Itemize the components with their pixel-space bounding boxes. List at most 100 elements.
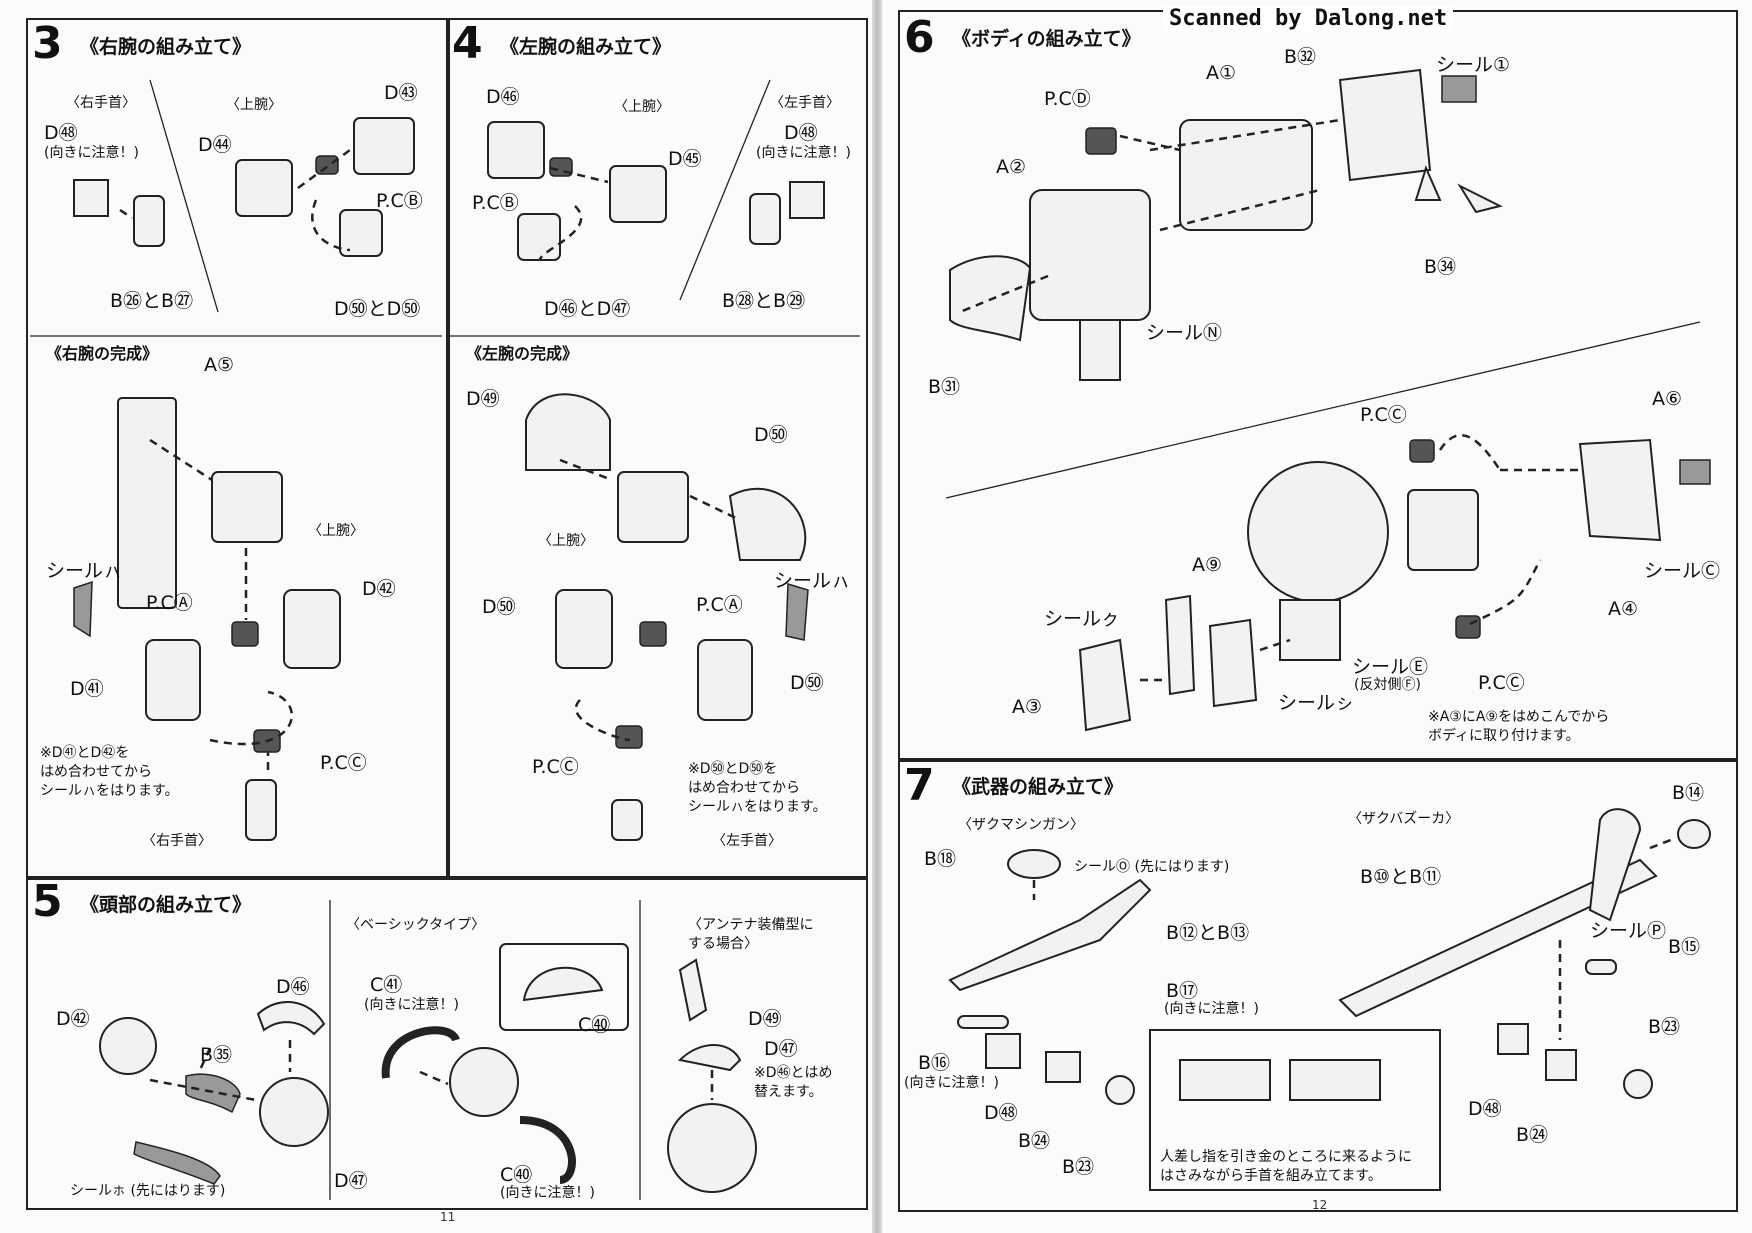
label: P.CⒷ xyxy=(376,190,423,212)
bazooka-title: 〈ザクバズーカ〉 xyxy=(1348,811,1460,827)
label: (向きに注意！) xyxy=(904,1075,999,1091)
label: D㊿とD㊿ xyxy=(334,298,421,320)
antenna-type-title: 〈アンテナ装備型に する場合〉 xyxy=(688,917,814,952)
label: (向きに注意！) xyxy=(364,997,459,1013)
step3-complete-title: 《右腕の完成》 xyxy=(46,344,159,363)
label: D㊶ xyxy=(70,678,104,700)
label: A③ xyxy=(1012,696,1043,718)
page-number-left: 11 xyxy=(440,1210,456,1224)
label: A⑤ xyxy=(204,354,235,376)
drum-b18 xyxy=(1007,849,1061,879)
label: (向きに注意！) xyxy=(1164,1001,1259,1017)
step6-number: 6 xyxy=(904,12,935,63)
label: A② xyxy=(996,156,1027,178)
label: P.CⒹ xyxy=(1044,88,1091,110)
sticker-a xyxy=(73,580,93,638)
step5-panel xyxy=(26,876,868,1210)
polycap-d xyxy=(1085,127,1117,155)
forearm-d77 xyxy=(283,589,341,669)
head-basic xyxy=(449,1047,519,1117)
label: P.CⒸ xyxy=(1360,404,1407,426)
label: B⑯ xyxy=(918,1052,951,1074)
label: P.CⒶ xyxy=(696,594,743,616)
label: シールㇵ xyxy=(774,570,851,592)
label: B㉔ xyxy=(1018,1130,1051,1152)
hand-b26 xyxy=(133,195,165,247)
label: D㊷ xyxy=(362,578,396,600)
label: B㉞ xyxy=(1424,256,1457,278)
label: A⑥ xyxy=(1652,388,1683,410)
step3-panel xyxy=(26,18,450,880)
polycap-b xyxy=(315,155,339,175)
label: (反対側Ⓕ) xyxy=(1354,677,1421,693)
label: シールⒺ xyxy=(1352,656,1429,678)
sticker-1 xyxy=(1441,75,1477,103)
step3-note: ※D㊶とD㊷を はめ合わせてから シールㇵをはります。 xyxy=(40,745,179,799)
forearm-d76 xyxy=(145,639,201,721)
label: B⑫とB⑬ xyxy=(1166,922,1250,944)
step4-complete-title: 《左腕の完成》 xyxy=(466,344,579,363)
body-assembled xyxy=(1247,461,1389,603)
label: 〈右手首〉 xyxy=(142,833,212,849)
label: D㊸ xyxy=(384,82,418,104)
label: シールㇰ xyxy=(1044,608,1121,630)
label: D㊽ xyxy=(984,1102,1018,1124)
step5-title: 《頭部の組み立て》 xyxy=(80,894,252,916)
step3-number: 3 xyxy=(32,18,63,69)
upper-arm-part-d44 xyxy=(235,159,293,217)
label: D㊹ xyxy=(198,134,232,156)
label: D㊾ xyxy=(466,388,500,410)
label: (向きに注意！) xyxy=(44,145,139,161)
watermark: Scanned by Dalong.net xyxy=(1163,6,1454,31)
label: D㊻とD㊼ xyxy=(544,298,631,320)
label: P.CⒸ xyxy=(532,756,579,778)
label: シールⓄ (先にはります) xyxy=(1074,859,1230,875)
label: P.CⒷ xyxy=(472,192,519,214)
label: B㉜ xyxy=(1284,46,1317,68)
antenna-note: ※D㊻とはめ 替えます。 xyxy=(754,1065,833,1100)
label: D㊽ xyxy=(784,122,818,144)
front-a2 xyxy=(1029,189,1151,321)
label: B⑭ xyxy=(1672,782,1705,804)
label: シール① xyxy=(1436,54,1511,76)
grip-note: 人差し指を引き金のところに来るように はさみながら手首を組み立てます。 xyxy=(1160,1149,1412,1184)
label: 〈上腕〉 xyxy=(226,97,282,113)
label: シールㇵ xyxy=(46,560,123,582)
label: B㉘とB㉙ xyxy=(722,290,806,312)
step7-number: 7 xyxy=(904,760,935,811)
skirt-a3 xyxy=(1078,638,1132,732)
back-a6 xyxy=(1578,438,1662,542)
label: (向きに注意！) xyxy=(756,145,851,161)
step4-title: 《左腕の組み立て》 xyxy=(500,36,672,58)
step6-note: ※A③にA⑨をはめこんでから ボディに取り付けます。 xyxy=(1428,709,1610,744)
wrist-part-d64 xyxy=(339,209,383,257)
label: D㊿ xyxy=(790,672,824,694)
label: B⑩とB⑪ xyxy=(1360,866,1442,888)
label: 〈左手首〉 xyxy=(712,833,782,849)
upper-arm-part-d43 xyxy=(353,117,415,175)
label: D㊻ xyxy=(486,86,520,108)
label: B㉓ xyxy=(1648,1016,1681,1038)
label: D㊽ xyxy=(44,122,78,144)
label: B㉛ xyxy=(928,376,961,398)
skirt-a4 xyxy=(1407,489,1479,571)
label: B㉔ xyxy=(1516,1124,1549,1146)
label: シールㇹ (先にはります) xyxy=(70,1183,226,1199)
shoulder-armor-d61 xyxy=(525,393,611,471)
skirt-a9 xyxy=(1164,594,1196,696)
label: D㊷ xyxy=(56,1008,90,1030)
right-wrist xyxy=(245,779,277,841)
label: A⑨ xyxy=(1192,554,1223,576)
step4-panel xyxy=(446,18,868,880)
label: C㊵ xyxy=(578,1014,611,1036)
head-d47 xyxy=(259,1077,329,1147)
body-a1 xyxy=(1179,119,1313,231)
bazooka-barrel xyxy=(1338,858,1658,1018)
label: D㊾ xyxy=(748,1008,782,1030)
label: D㊽ xyxy=(1468,1098,1502,1120)
label: P.CⒸ xyxy=(320,752,367,774)
label: シールⓃ xyxy=(1146,322,1223,344)
step4-note: ※D㊿とD㊿を はめ合わせてから シールㇵをはります。 xyxy=(688,761,827,815)
inset-c40 xyxy=(499,943,629,1031)
